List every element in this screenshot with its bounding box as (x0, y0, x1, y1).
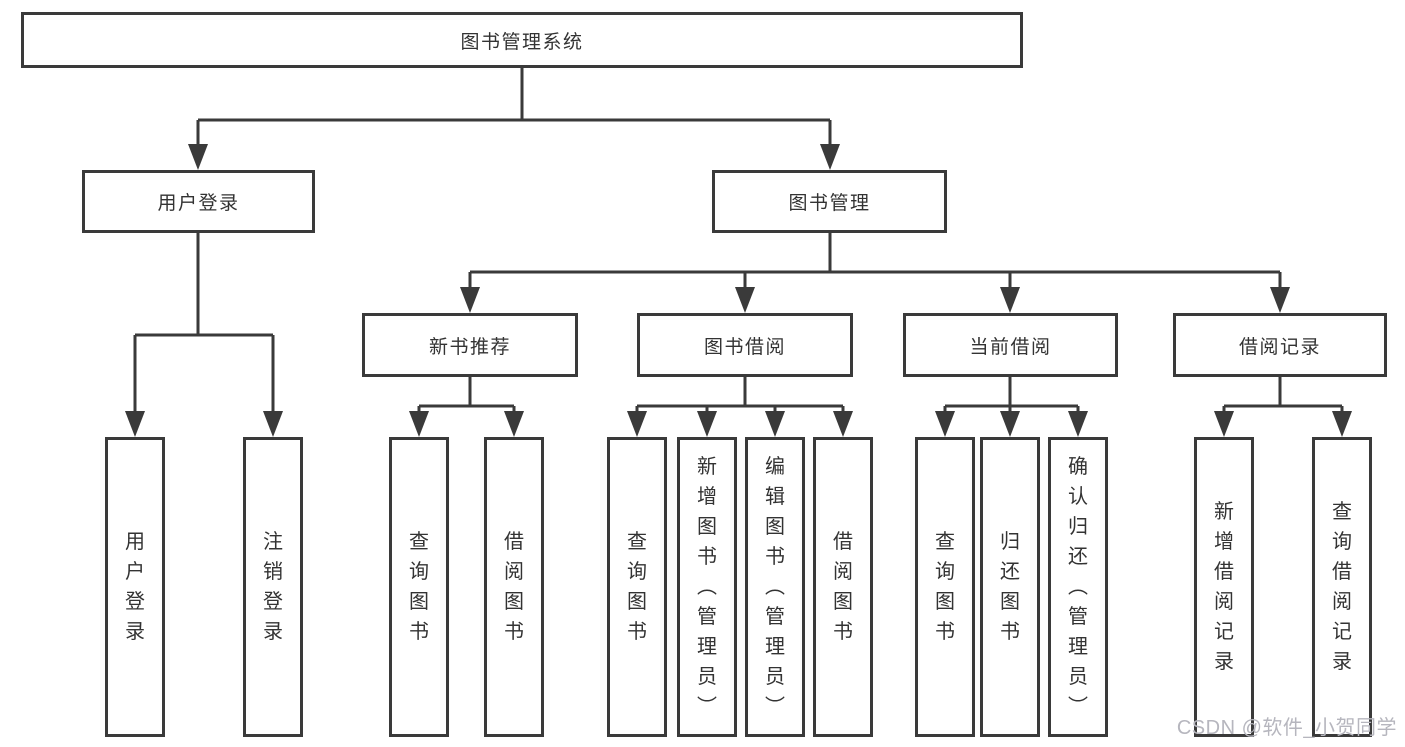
node-new-book-recommend-label: 新书推荐 (428, 336, 511, 358)
leaf-edit-books-admin-label: 编辑图书︵管理员︶ (765, 456, 785, 718)
node-borrowing-records-label: 借阅记录 (1238, 336, 1321, 358)
leaf-borrow-books-borrowing: 借阅图书 (813, 437, 873, 737)
leaf-return-books: 归还图书 (980, 437, 1040, 737)
leaf-query-books-borrowing-label: 查询图书 (627, 531, 647, 643)
leaf-add-books-admin: 新增图书︵管理员︶ (677, 437, 737, 737)
leaf-query-books-recommend: 查询图书 (389, 437, 449, 737)
leaf-query-books-current: 查询图书 (915, 437, 975, 737)
leaf-user-login: 用户登录 (105, 437, 165, 737)
leaf-borrow-books-borrowing-label: 借阅图书 (833, 531, 853, 643)
leaf-logout-label: 注销登录 (263, 531, 283, 643)
leaf-return-books-label: 归还图书 (1000, 531, 1020, 643)
node-new-book-recommend: 新书推荐 (362, 313, 578, 377)
node-current-borrowing-label: 当前借阅 (969, 336, 1052, 358)
leaf-edit-books-admin: 编辑图书︵管理员︶ (745, 437, 805, 737)
leaf-query-books-recommend-label: 查询图书 (409, 531, 429, 643)
csdn-watermark: CSDN @软件_小贺同学 (1176, 717, 1397, 739)
node-book-management-label: 图书管理 (788, 193, 871, 214)
node-book-borrowing-label: 图书借阅 (703, 336, 786, 358)
node-current-borrowing: 当前借阅 (903, 313, 1118, 377)
leaf-borrow-books-recommend-label: 借阅图书 (504, 531, 524, 643)
node-root-system: 图书管理系统 (21, 12, 1023, 68)
leaf-add-borrow-record: 新增借阅记录 (1194, 437, 1254, 737)
leaf-user-login-label: 用户登录 (125, 531, 145, 643)
node-book-management: 图书管理 (712, 170, 947, 233)
node-user-login: 用户登录 (82, 170, 315, 233)
leaf-query-books-borrowing: 查询图书 (607, 437, 667, 737)
leaf-borrow-books-recommend: 借阅图书 (484, 437, 544, 737)
node-book-borrowing: 图书借阅 (637, 313, 853, 377)
leaf-query-borrow-record: 查询借阅记录 (1312, 437, 1372, 737)
leaf-query-borrow-record-label: 查询借阅记录 (1332, 501, 1352, 673)
leaf-confirm-return-admin: 确认归还︵管理员︶ (1048, 437, 1108, 737)
node-root-system-label: 图书管理系统 (460, 31, 584, 53)
leaf-confirm-return-admin-label: 确认归还︵管理员︶ (1068, 456, 1088, 718)
leaf-query-books-current-label: 查询图书 (935, 531, 955, 643)
node-borrowing-records: 借阅记录 (1173, 313, 1387, 377)
leaf-add-books-admin-label: 新增图书︵管理员︶ (697, 456, 717, 718)
leaf-add-borrow-record-label: 新增借阅记录 (1214, 501, 1234, 673)
leaf-logout: 注销登录 (243, 437, 303, 737)
node-user-login-label: 用户登录 (157, 193, 240, 214)
